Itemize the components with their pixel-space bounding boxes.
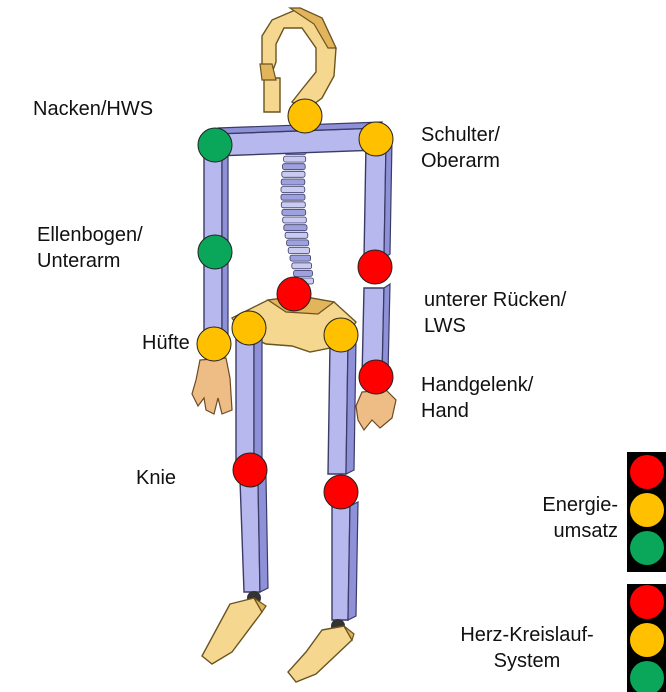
vertebra bbox=[281, 194, 305, 200]
label-line: Hand bbox=[421, 398, 533, 424]
vertebra bbox=[281, 179, 305, 185]
left-arm bbox=[192, 146, 232, 414]
label-line: unterer Rücken/ bbox=[424, 287, 566, 313]
label-unterer-ruecken-lws: unterer Rücken/ LWS bbox=[424, 287, 566, 339]
label-line: LWS bbox=[424, 313, 566, 339]
status-dot-knie-right bbox=[324, 475, 358, 509]
traffic-light-herz-kreislauf bbox=[627, 584, 666, 692]
label-handgelenk-hand: Handgelenk/ Hand bbox=[421, 372, 533, 424]
label-nacken-hws: Nacken/HWS bbox=[33, 96, 153, 122]
label-huefte: Hüfte bbox=[142, 330, 190, 356]
head-figure bbox=[260, 8, 336, 112]
label-ellenbogen-unterarm: Ellenbogen/ Unterarm bbox=[37, 222, 143, 274]
vertebra bbox=[288, 248, 309, 254]
legend-herz-kreislauf: Herz-Kreislauf- System bbox=[432, 622, 622, 674]
label-line: Handgelenk/ bbox=[421, 372, 533, 398]
traffic-light-red bbox=[630, 585, 664, 619]
status-dot-huefte-left bbox=[197, 327, 231, 361]
status-dot-knie-left bbox=[233, 453, 267, 487]
status-dot-handgelenk bbox=[359, 360, 393, 394]
vertebra bbox=[290, 255, 311, 261]
vertebra bbox=[294, 270, 313, 276]
vertebra bbox=[282, 171, 305, 177]
status-dot-huefte-center-left bbox=[232, 311, 266, 345]
label-line: Oberarm bbox=[421, 148, 500, 174]
vertebra bbox=[284, 225, 307, 231]
label-line: Schulter/ bbox=[421, 122, 500, 148]
right-leg bbox=[288, 340, 358, 682]
traffic-light-red bbox=[630, 455, 664, 489]
status-dot-ellenbogen-left bbox=[198, 235, 232, 269]
traffic-light-green bbox=[630, 531, 664, 565]
legend-energieumsatz: Energie- umsatz bbox=[500, 492, 618, 544]
status-dot-unterer-ruecken bbox=[277, 277, 311, 311]
vertebra bbox=[284, 156, 306, 162]
label-knie: Knie bbox=[136, 465, 176, 491]
legend-line: umsatz bbox=[500, 518, 618, 544]
vertebra bbox=[285, 232, 308, 238]
status-dot-schulter-left bbox=[198, 128, 232, 162]
status-dot-huefte-center-right bbox=[324, 318, 358, 352]
traffic-light-yellow bbox=[630, 623, 664, 657]
status-dot-schulter-right bbox=[359, 122, 393, 156]
vertebra bbox=[282, 209, 306, 215]
legend-line: Herz-Kreislauf- bbox=[432, 622, 622, 648]
traffic-light-yellow bbox=[630, 493, 664, 527]
label-schulter-oberarm: Schulter/ Oberarm bbox=[421, 122, 500, 174]
label-line: Unterarm bbox=[37, 248, 143, 274]
vertebra bbox=[292, 263, 312, 269]
legend-line: Energie- bbox=[500, 492, 618, 518]
status-dot-ellenbogen-right bbox=[358, 250, 392, 284]
vertebra bbox=[281, 187, 305, 193]
label-line: Ellenbogen/ bbox=[37, 222, 143, 248]
vertebra bbox=[281, 202, 305, 208]
vertebra bbox=[283, 164, 306, 170]
status-dot-nacken-hws bbox=[288, 99, 322, 133]
traffic-light-energieumsatz bbox=[627, 452, 666, 572]
vertebra bbox=[287, 240, 309, 246]
vertebra bbox=[283, 217, 307, 223]
legend-line: System bbox=[432, 648, 622, 674]
